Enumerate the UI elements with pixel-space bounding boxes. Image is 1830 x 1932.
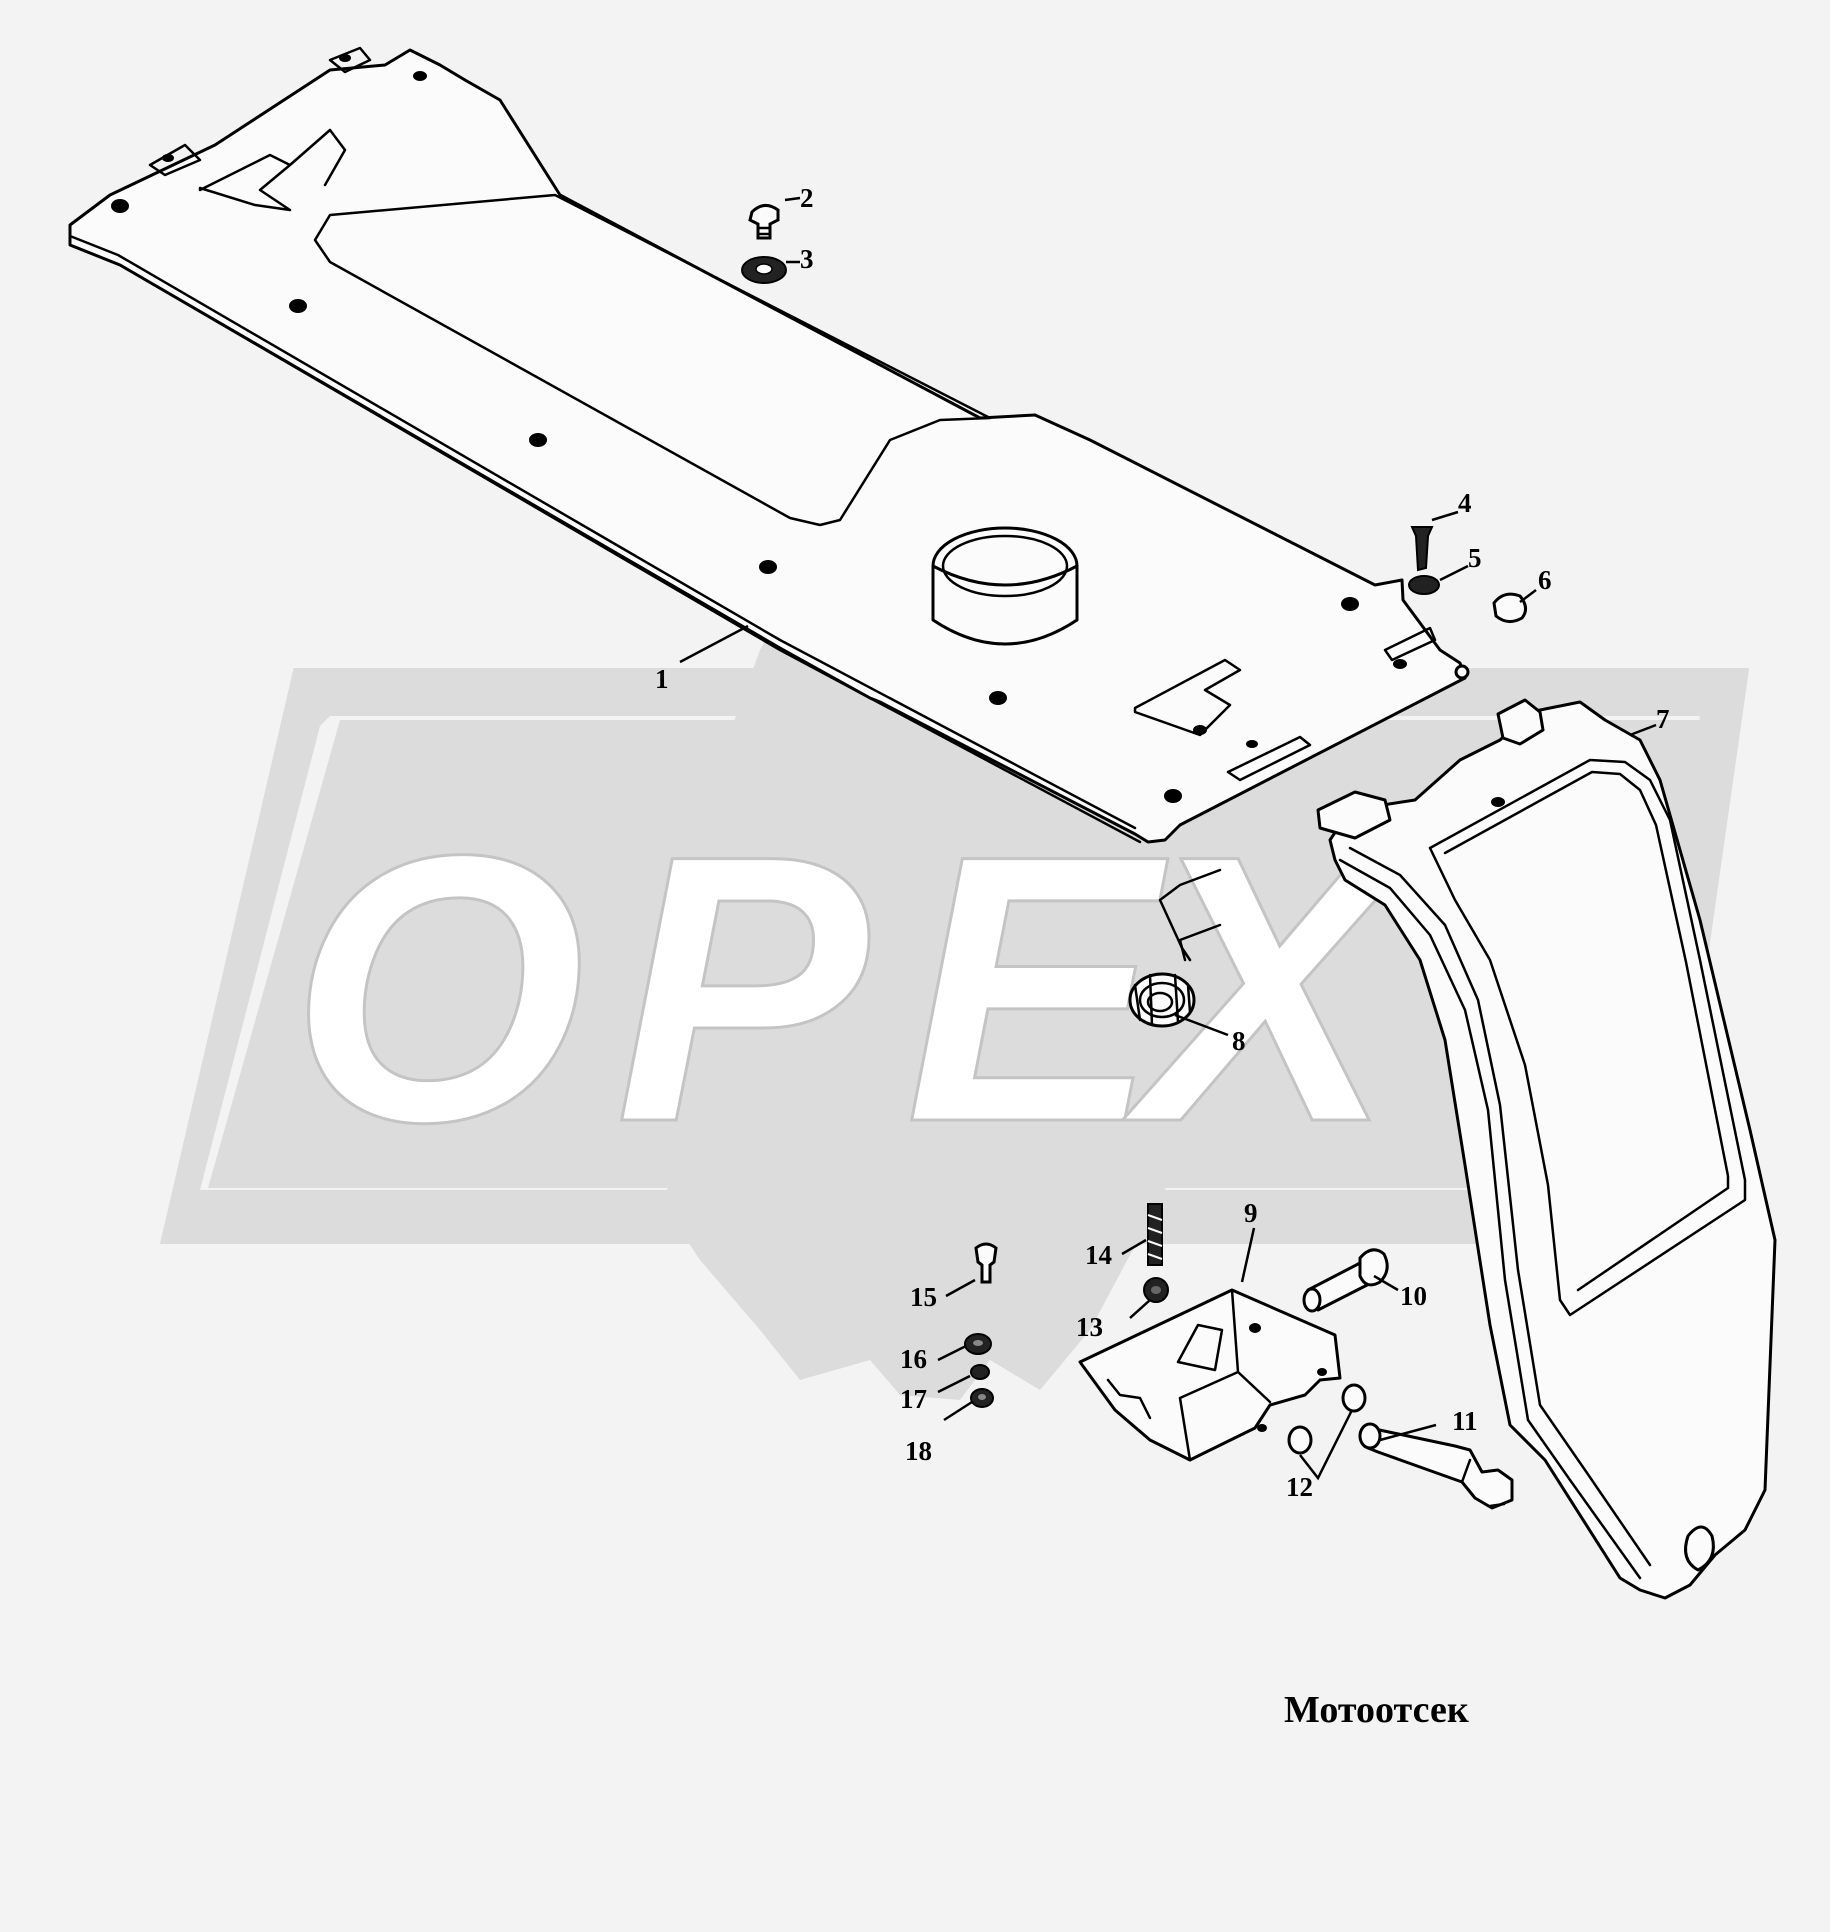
part-16-nut: [964, 1333, 992, 1355]
callout-9: 9: [1244, 1198, 1258, 1228]
part-18-nut: [970, 1388, 994, 1408]
fender-inner-edge: [1338, 858, 1642, 1580]
floor-panel-top-tab: [148, 46, 372, 177]
callout-2: 2: [800, 183, 814, 213]
floor-panel-left-bracket: [198, 128, 347, 212]
callout-1: 1: [655, 664, 669, 694]
part-5-washer: [1408, 575, 1440, 595]
spring-coil-core: [1146, 991, 1174, 1013]
watermark-text: O P E X: [289, 775, 1415, 1203]
part-11-lever: [1358, 1422, 1514, 1510]
fender-window: [1428, 758, 1747, 1317]
callout-7: 7: [1656, 704, 1670, 734]
watermark-inner-band: [208, 720, 1700, 1188]
callout-17: 17: [900, 1384, 927, 1414]
floor-panel-lower-edge: [68, 234, 1137, 830]
floor-panel-collar: [931, 526, 1079, 646]
fender-top-tab: [1496, 698, 1545, 746]
floor-panel-lower-edge-2: [76, 246, 1142, 844]
floor-panel-pin: [1454, 664, 1470, 680]
spring-arm-upper: [1158, 868, 1222, 962]
bracket-wall: [1178, 1288, 1272, 1462]
floor-panel-right-tab: [1226, 626, 1437, 782]
part-12-nuts: [1287, 1383, 1367, 1455]
spring-coil-inner: [1138, 981, 1186, 1019]
callout-12: 12: [1286, 1472, 1313, 1502]
spring-arm-lower: [1178, 923, 1222, 962]
fender-left-tab: [1316, 790, 1392, 840]
callout-16: 16: [900, 1344, 927, 1374]
callout-6: 6: [1538, 565, 1552, 595]
bracket-lip: [1106, 1378, 1152, 1420]
floor-panel-holes: [111, 54, 1407, 803]
part-3-nut: [741, 256, 787, 284]
callout-labels: 1 2 3 4 5 6 7 8 9 10 11 12 13 14 15 16 1…: [655, 183, 1670, 1502]
part-15-bolt: [974, 1242, 998, 1284]
floor-panel-recess: [313, 193, 992, 527]
watermark-letter-o: O: [290, 776, 586, 1201]
fender-hole: [1491, 797, 1505, 807]
floor-panel-right-bracket: [1133, 658, 1242, 737]
callout-11: 11: [1452, 1406, 1478, 1436]
fender-bottom-latch: [1684, 1525, 1715, 1572]
bracket-body: [1078, 1288, 1342, 1462]
callout-8: 8: [1232, 1026, 1246, 1056]
callout-10: 10: [1400, 1281, 1427, 1311]
part-4-bolt: [1410, 526, 1434, 572]
part-2-bolt: [748, 204, 780, 240]
part-8-spring: [1128, 868, 1222, 1028]
callout-13: 13: [1076, 1312, 1103, 1342]
part-1-floor-panel: [68, 46, 1470, 844]
part-6-cap: [1492, 592, 1527, 623]
leader-lines: [679, 196, 1657, 1481]
fender-inner-edge-2: [1348, 846, 1652, 1567]
callout-3: 3: [800, 244, 814, 274]
diagram-caption: Мотоотсек: [1284, 1689, 1469, 1731]
callout-14: 14: [1085, 1240, 1112, 1270]
part-9-bracket: [1078, 1288, 1342, 1462]
callout-5: 5: [1468, 543, 1482, 573]
callout-18: 18: [905, 1436, 932, 1466]
part-17-washer: [970, 1364, 990, 1380]
fender-window-inner: [1443, 770, 1730, 1292]
callout-15: 15: [910, 1282, 937, 1312]
part-10-pin: [1302, 1248, 1389, 1313]
part-14-stud: [1147, 1203, 1163, 1266]
callout-4: 4: [1458, 488, 1472, 518]
watermark-letter-p: P: [615, 776, 870, 1201]
bracket-slot: [1176, 1323, 1224, 1372]
part-7-fender: [1316, 698, 1777, 1600]
watermark-letter-e: E: [905, 776, 1172, 1201]
part-13-washer: [1143, 1277, 1169, 1303]
